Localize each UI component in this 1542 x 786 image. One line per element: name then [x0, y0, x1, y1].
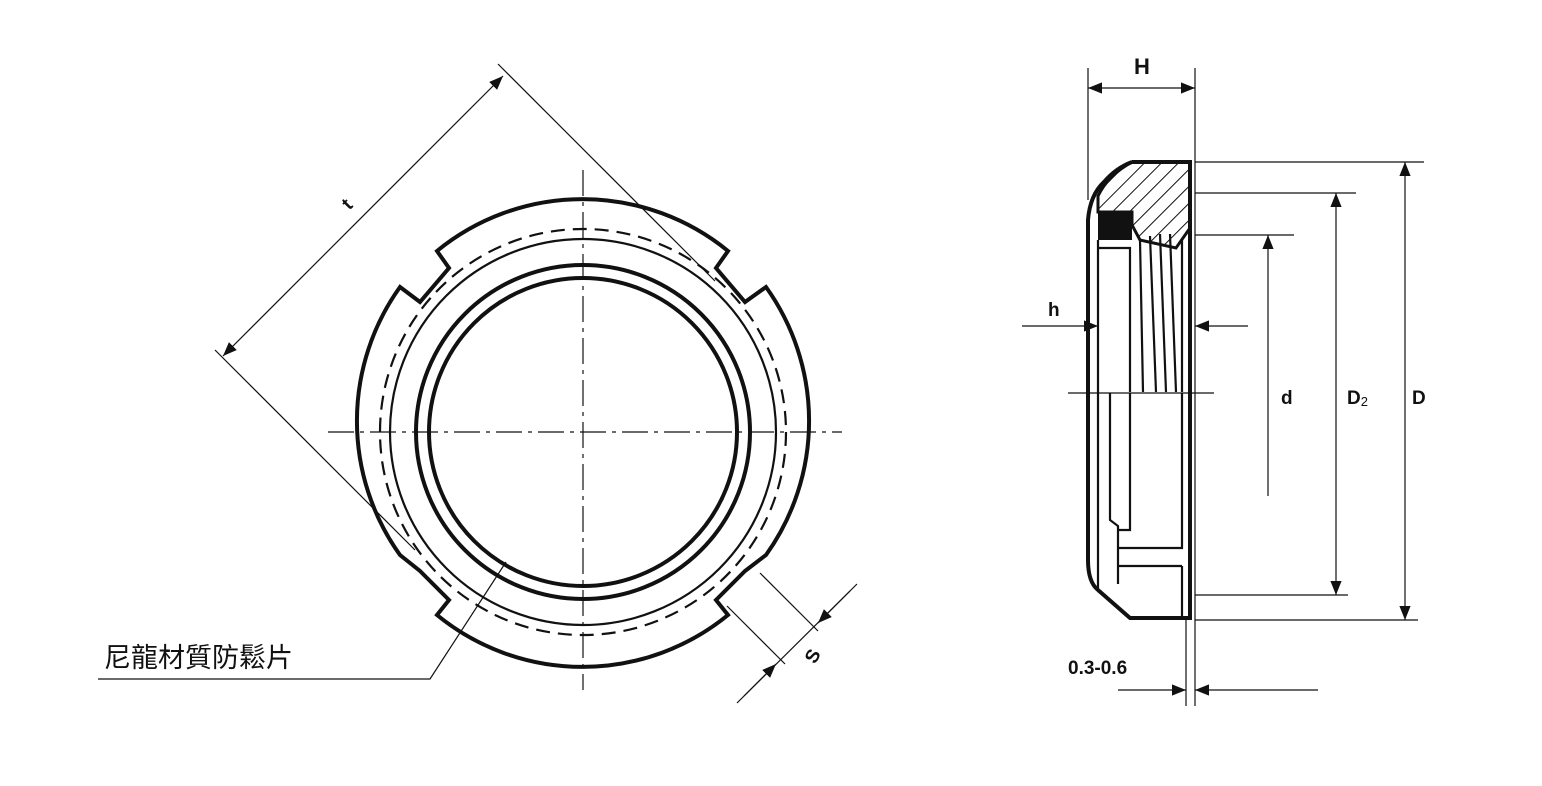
thread-flank-1	[1138, 239, 1145, 393]
D2-dimension-label: D2	[1347, 388, 1368, 409]
D-dimension-label: D	[1412, 388, 1426, 409]
H-dimension-label: H	[1134, 54, 1150, 79]
t-dimension-line	[222, 75, 504, 357]
side-view: H h d D2 D 0.3-0.6	[1022, 54, 1426, 706]
chamfer-circle	[388, 237, 778, 627]
insert-groove	[1098, 246, 1132, 392]
lower-left-wall	[1108, 393, 1120, 584]
thread-flank-3	[1158, 233, 1168, 393]
t-extension-line-lower	[214, 349, 416, 551]
part-label-leader	[98, 561, 507, 680]
s-arrow-lower	[743, 663, 777, 697]
thread-flank-2	[1148, 235, 1158, 393]
s-extension-line-lower	[726, 605, 786, 665]
thread-flank-4	[1168, 233, 1178, 393]
lower-step	[1118, 393, 1132, 532]
h-dimension-label: h	[1048, 300, 1060, 321]
side-outer-outline	[1086, 160, 1192, 620]
lower-thread-shoulder	[1118, 393, 1184, 550]
front-view: t S 尼龍材質防鬆片	[98, 63, 858, 704]
t-dimension-label: t	[338, 195, 358, 215]
dashed-thread-circle	[378, 227, 788, 637]
s-dimension-label: S	[801, 646, 826, 667]
d-dimension-label: d	[1281, 388, 1293, 409]
thread-outer-circle	[414, 263, 752, 601]
s-extension-line-upper	[759, 572, 819, 632]
thread-inner-circle	[427, 276, 739, 588]
s-arrow-upper	[817, 590, 851, 624]
t-extension-line-upper	[497, 63, 716, 282]
D2-subscript: 2	[1361, 394, 1368, 409]
gap-range-label: 0.3-0.6	[1068, 658, 1127, 679]
outer-slotted-ring	[355, 197, 811, 669]
nylon-insert	[1098, 212, 1132, 240]
part-label: 尼龍材質防鬆片	[104, 643, 293, 674]
